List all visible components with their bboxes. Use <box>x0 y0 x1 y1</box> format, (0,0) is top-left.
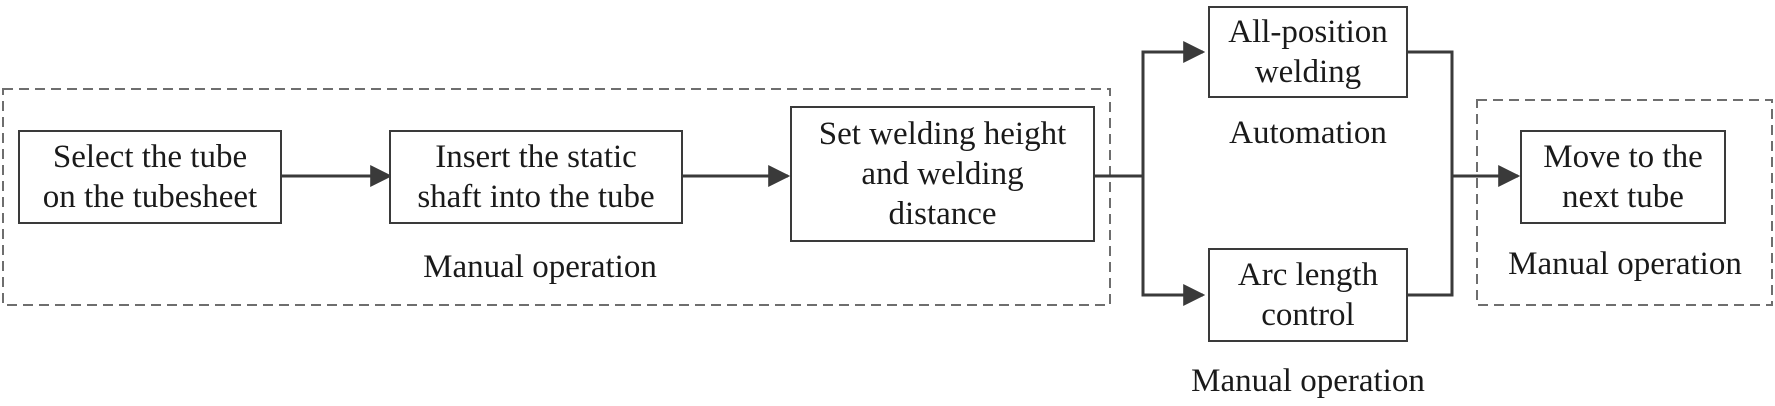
step-move-next-tube-label: Move to the next tube <box>1543 138 1703 215</box>
automation-label: Automation <box>1229 115 1387 151</box>
step-insert-shaft: Insert the static shaft into the tube <box>389 130 683 224</box>
step-select-tube-label: Select the tube on the tubesheet <box>42 138 258 215</box>
connector-all-position-merge <box>1408 50 1454 297</box>
step-all-position-welding: All-position welding <box>1208 6 1408 98</box>
step-set-welding-height-label: Set welding height and welding distance <box>818 115 1067 233</box>
step-set-welding-height: Set welding height and welding distance <box>790 106 1095 242</box>
step-insert-shaft-label: Insert the static shaft into the tube <box>417 138 655 215</box>
step-move-next-tube: Move to the next tube <box>1520 130 1726 224</box>
step-all-position-welding-label: All-position welding <box>1228 13 1388 90</box>
step-select-tube: Select the tube on the tubesheet <box>18 130 282 224</box>
group-left-label: Manual operation <box>423 249 657 285</box>
step-arc-length-control: Arc length control <box>1208 248 1408 342</box>
step-arc-length-control-label: Arc length control <box>1237 256 1379 333</box>
manual-group-left-border <box>2 88 1111 306</box>
arrow-to-arc-length <box>1141 176 1206 306</box>
arrow-to-all-position <box>1141 41 1206 295</box>
manual-group-right-border <box>1476 99 1773 306</box>
group-right-label: Manual operation <box>1508 246 1742 282</box>
manual-bottom-label: Manual operation <box>1191 363 1425 399</box>
